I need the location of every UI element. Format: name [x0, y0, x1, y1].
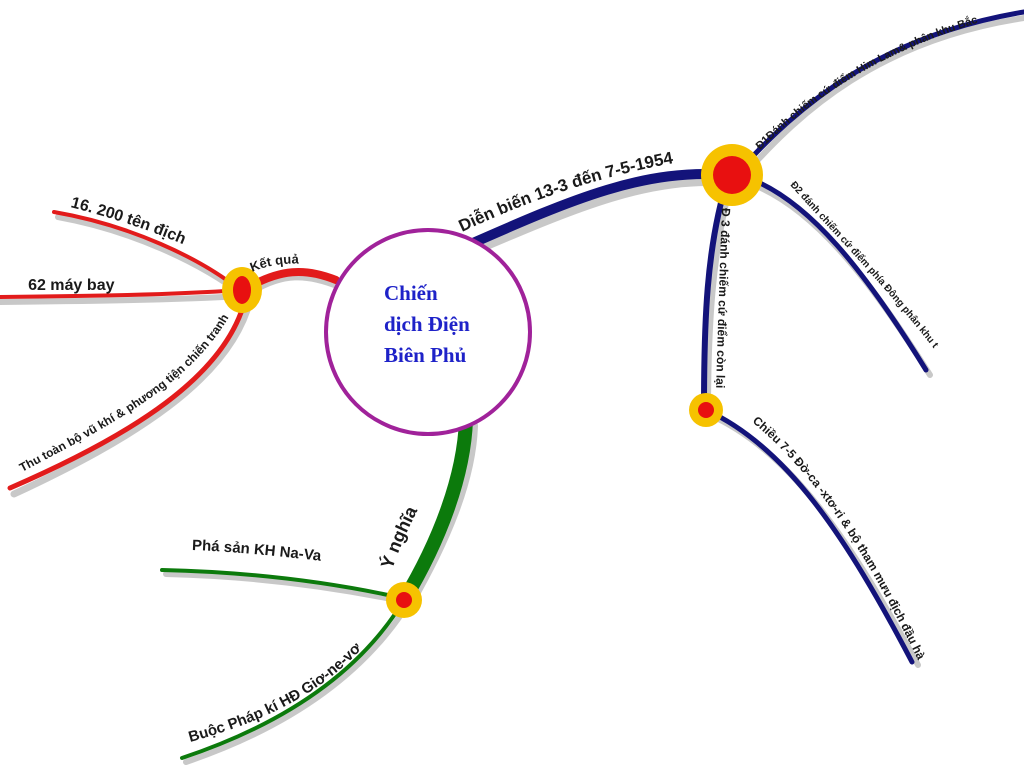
result-line-2	[0, 288, 242, 299]
meaning-item-1: Phá sản KH Na-Va	[192, 537, 323, 565]
node-events	[701, 144, 763, 206]
node-meaning	[386, 582, 422, 618]
events-line-2	[739, 173, 929, 373]
result-line-3	[7, 293, 249, 491]
events-line-1	[735, 9, 1024, 175]
meaning-item-2: Buộc Pháp kí HĐ Giơ-ne-vơ	[187, 639, 365, 746]
meaning-line-2	[180, 598, 406, 760]
meaning-label: Ý nghĩa	[376, 502, 422, 571]
meaning-line-1	[160, 568, 404, 600]
node-result	[222, 267, 262, 313]
node-events-sub	[689, 393, 723, 427]
meaning-trunk	[397, 413, 473, 607]
events-line-3	[701, 175, 731, 411]
result-item-2: 62 máy bay	[28, 277, 115, 294]
events-item-3: Đ 3 đánh chiếm cứ điểm còn lại	[713, 208, 733, 389]
events-trunk	[461, 169, 735, 251]
result-line-1	[52, 210, 242, 292]
center-title: Chiến dịch Điện Biên Phủ	[384, 281, 475, 367]
result-item-3: Thu toàn bộ vũ khí & phương tiện chiến t…	[17, 311, 231, 474]
branch-meaning	[160, 413, 473, 760]
center-line-1: Chiến	[384, 281, 438, 305]
events-line-4	[703, 407, 915, 665]
center-line-3: Biên Phủ	[384, 343, 467, 367]
center-node: Chiến dịch Điện Biên Phủ	[324, 228, 532, 436]
branch-events	[461, 9, 1024, 665]
center-line-2: dịch Điện	[384, 312, 470, 336]
